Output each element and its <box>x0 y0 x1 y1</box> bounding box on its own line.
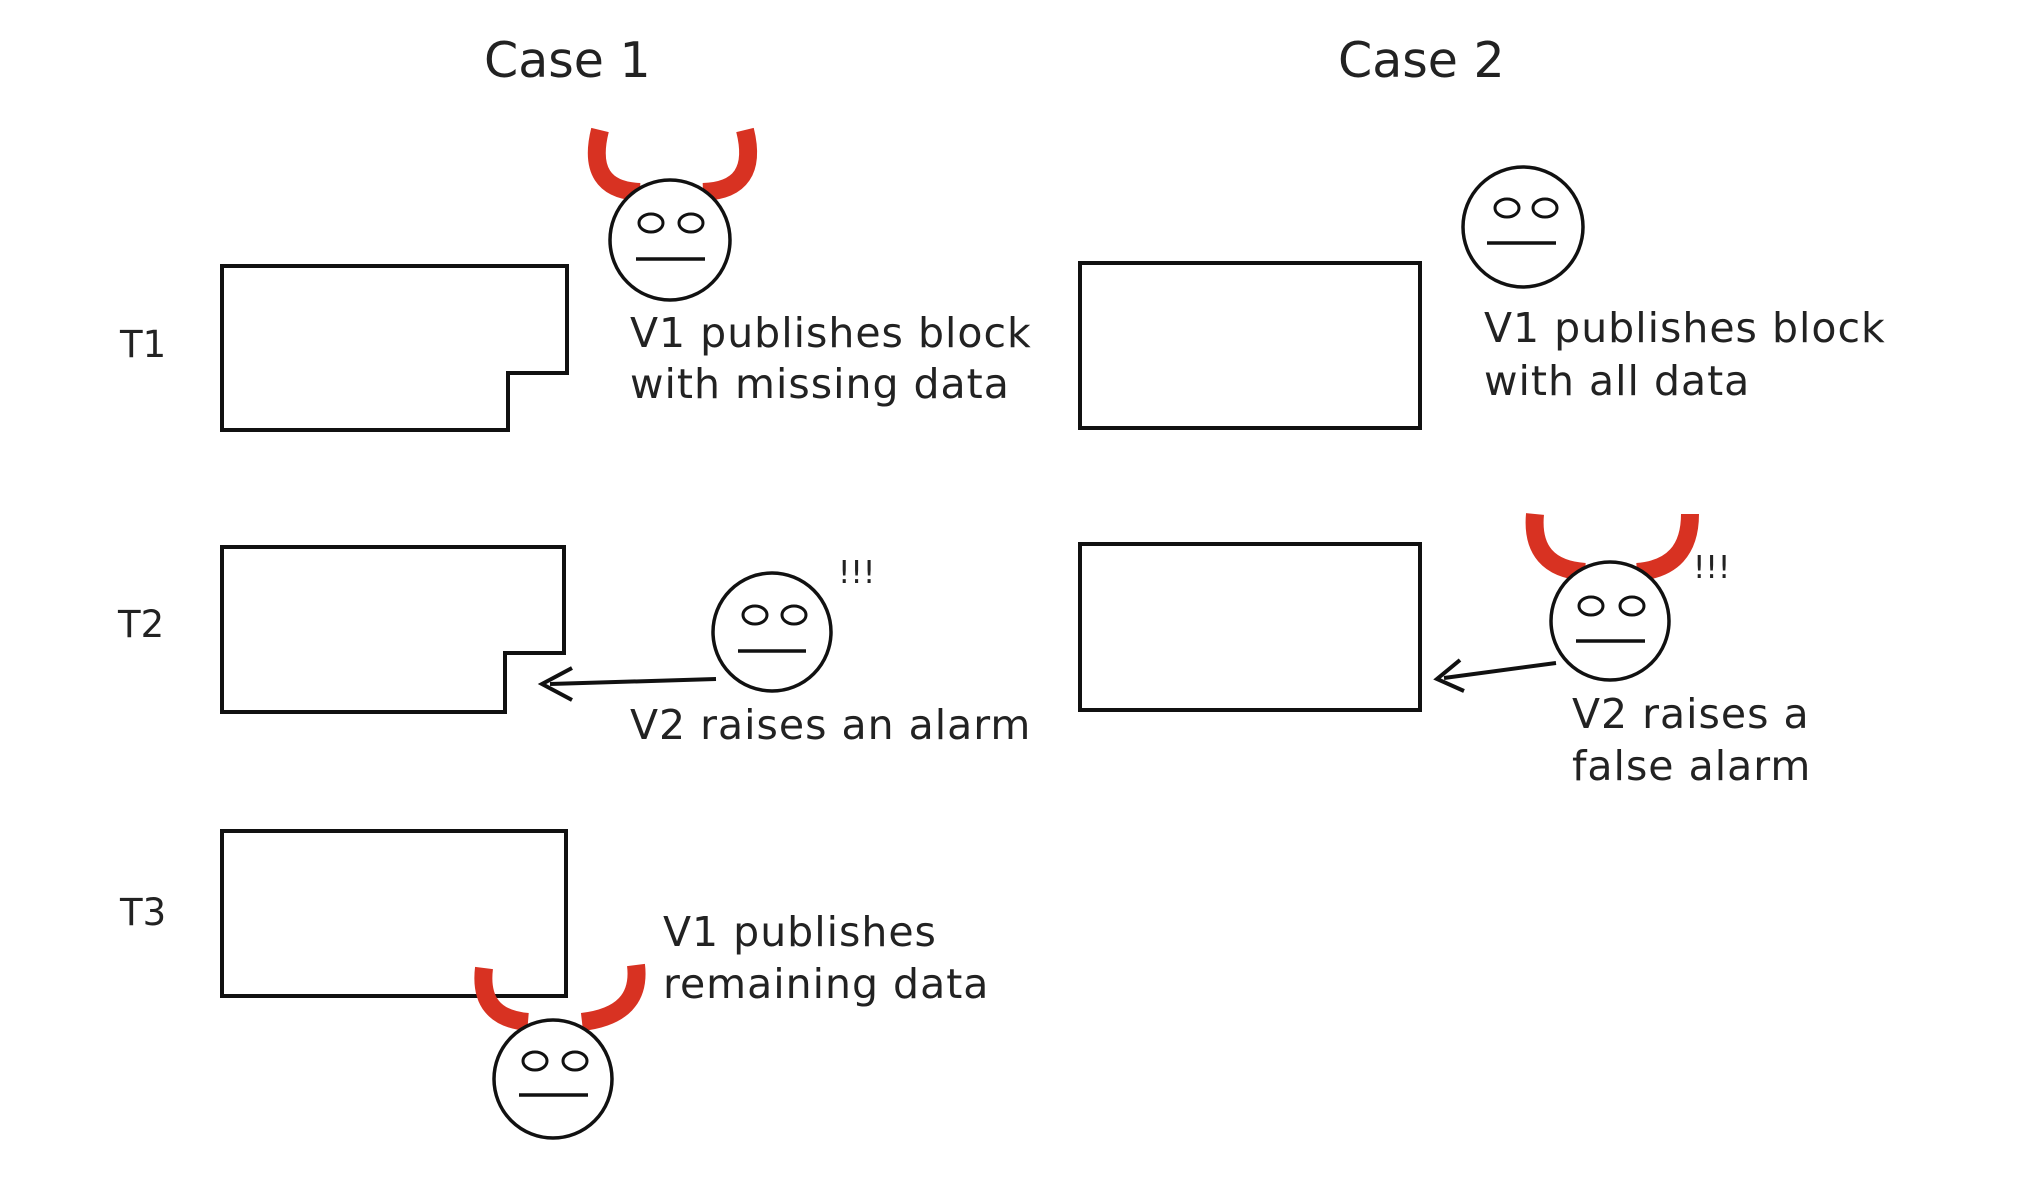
case2-t2-caption-line1: V2 raises a <box>1572 690 1810 738</box>
case1-t1-caption-line2: with missing data <box>630 360 1010 408</box>
face-icon <box>711 571 833 693</box>
row-label-t1: T1 <box>119 323 166 366</box>
case2-t2-arrow-left-icon <box>1433 658 1557 693</box>
case1-t3-caption-line1: V1 publishes <box>663 908 937 956</box>
case2-t1-caption-line1: V1 publishes block <box>1484 304 1886 352</box>
case1-t2-validator-icon <box>711 571 833 693</box>
face-icon <box>608 178 732 302</box>
case1-t2-arrow-left-icon <box>537 666 717 702</box>
case2-t2-caption-line2: false alarm <box>1572 742 1811 790</box>
devil-horns-icon <box>587 127 641 201</box>
case1-t2-block-missing-data <box>220 545 566 714</box>
case2-t2-block-complete <box>1078 542 1422 712</box>
row-label-t3: T3 <box>119 891 166 934</box>
face-icon <box>1461 165 1585 289</box>
case2-t2-exclaim: !!! <box>1693 550 1730 586</box>
case1-t1-caption-line1: V1 publishes block <box>630 309 1032 357</box>
case2-t2-devil-validator-icon <box>1525 513 1699 682</box>
case1-t1-devil-validator-icon <box>587 127 758 302</box>
devil-horns-icon <box>474 966 530 1031</box>
face-icon <box>1549 560 1671 682</box>
case2-t1-validator-icon <box>1461 165 1585 289</box>
devil-horns-icon <box>1525 513 1587 581</box>
case2-t1-caption-line2: with all data <box>1484 357 1750 405</box>
case2-t1-block-complete <box>1078 261 1422 430</box>
case1-t3-devil-validator-icon <box>474 963 646 1140</box>
case-2-title: Case 2 <box>1338 32 1505 89</box>
case1-t2-exclaim: !!! <box>838 555 875 591</box>
case1-t3-caption-line2: remaining data <box>663 960 989 1008</box>
case-1-title: Case 1 <box>484 32 651 89</box>
case1-t3-block-complete <box>220 829 568 998</box>
case1-t2-caption: V2 raises an alarm <box>630 701 1031 749</box>
row-label-t2: T2 <box>117 603 164 646</box>
face-icon <box>492 1018 614 1140</box>
case1-t1-block-missing-data <box>220 264 569 432</box>
